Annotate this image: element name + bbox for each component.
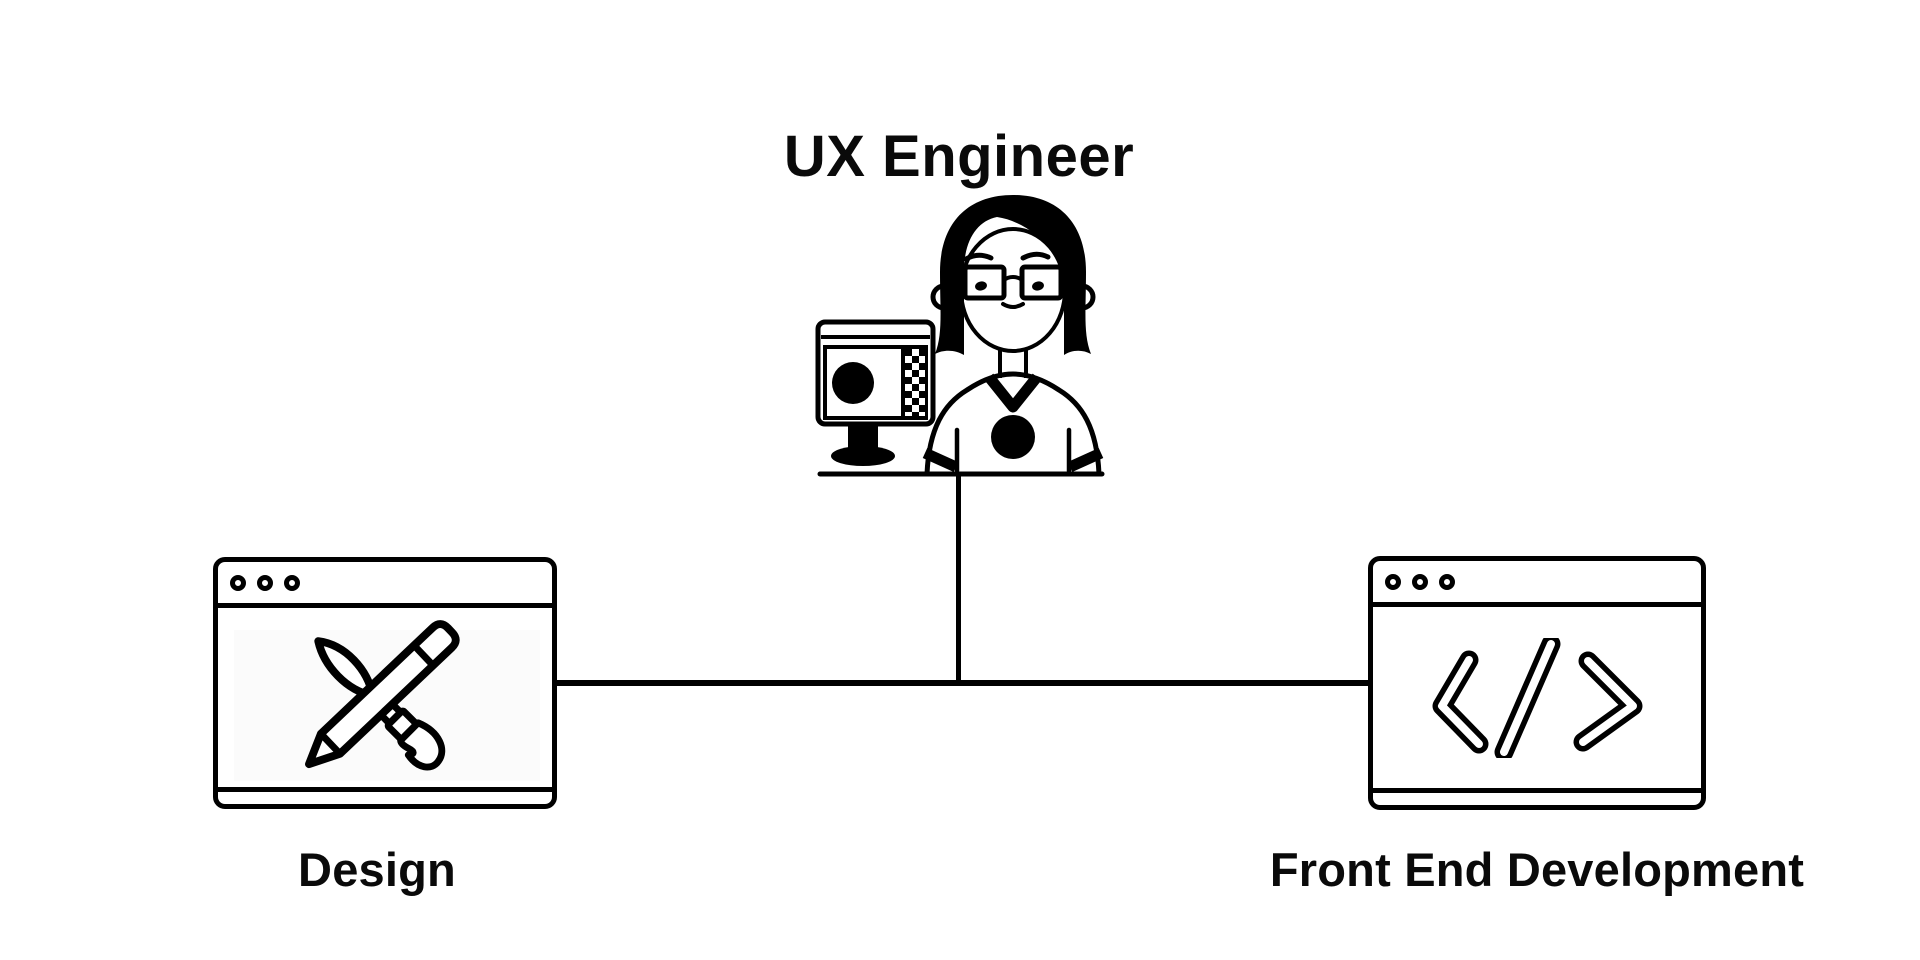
window-dot [284,574,300,591]
window-bottombar [218,787,552,804]
code-tag-icon [1432,637,1643,758]
design-label: Design [298,843,456,896]
connector-center-vertical [956,476,961,683]
window-content [1373,607,1701,788]
window-dot [1439,573,1455,590]
window-dot [230,574,246,591]
sleeves [922,427,1104,474]
connector-horizontal [557,680,1368,686]
chest-dot [991,415,1035,459]
face-features [963,251,1051,309]
hair [935,195,1091,355]
neck [998,350,1028,378]
window-bottombar [1373,788,1701,805]
page-title: UX Engineer [783,123,1135,189]
ux-engineer-illustration [815,195,1105,477]
browser-window-design [213,557,557,809]
computer-monitor-icon [815,319,936,427]
monitor-stand [831,421,895,466]
pencil-and-brush-icon [305,619,460,770]
v-neck-collar [984,373,1042,413]
window-dot [257,574,273,591]
browser-window-frontend [1368,556,1706,810]
window-content [218,608,552,787]
window-titlebar [1373,561,1701,607]
window-dot [1412,573,1428,590]
window-dot [1385,573,1401,590]
window-titlebar [218,562,552,608]
front-end-development-label: Front End Development [1269,843,1805,896]
